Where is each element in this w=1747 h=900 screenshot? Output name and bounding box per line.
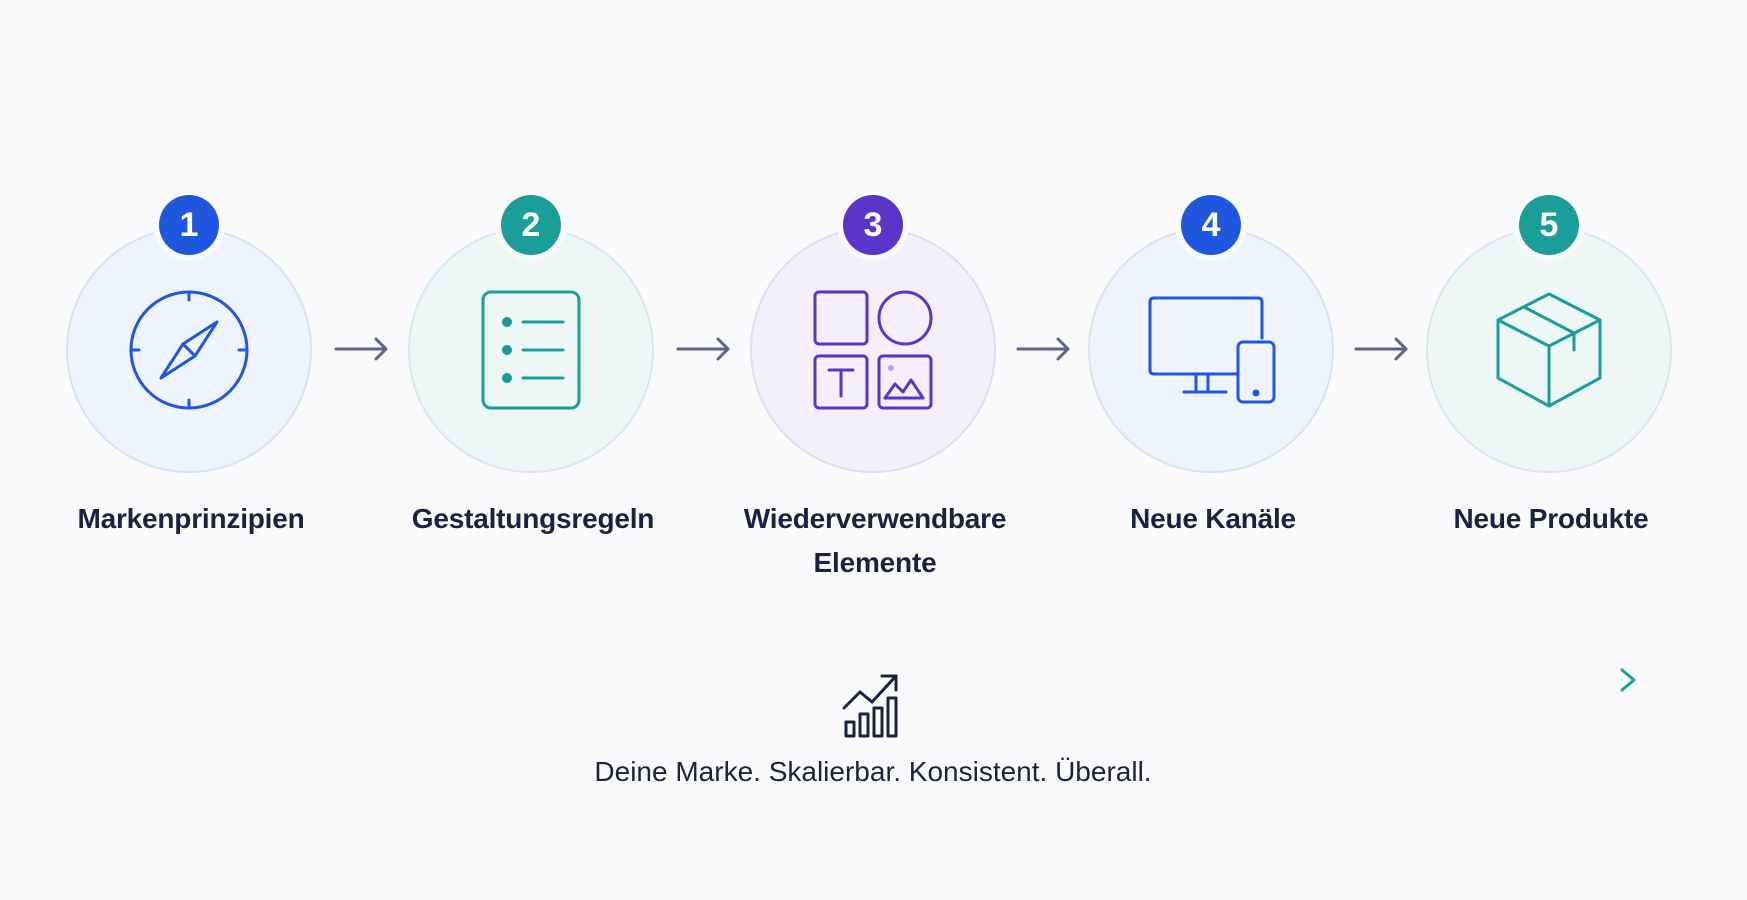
arrow-right-icon <box>1016 337 1070 361</box>
arrow-right-icon <box>676 337 730 361</box>
box-icon <box>1496 292 1602 408</box>
step-label: Neue Kanäle <box>1130 503 1296 534</box>
components-icon <box>813 290 933 410</box>
step-label: Wiederverwendbare Elemente <box>743 503 1007 578</box>
step-circle: 2 <box>408 195 654 473</box>
checklist-icon <box>481 290 581 410</box>
compass-icon <box>129 290 249 410</box>
arrow-right-icon <box>334 337 388 361</box>
step-circle: 3 <box>750 195 996 473</box>
step-circle: 1 <box>66 195 312 473</box>
step-circle: 5 <box>1426 195 1672 473</box>
step-number-badge: 2 <box>501 195 561 255</box>
growth-chart-icon <box>842 674 898 738</box>
step-label: Neue Produkte <box>1453 503 1649 534</box>
progress-dashed-arrow <box>90 668 1636 692</box>
step-number-badge: 5 <box>1519 195 1579 255</box>
step-label: Gestaltungsregeln <box>411 503 655 534</box>
step-number-badge: 3 <box>843 195 903 255</box>
arrow-right-icon <box>1354 337 1408 361</box>
step-number-badge: 4 <box>1181 195 1241 255</box>
step-number-badge: 1 <box>159 195 219 255</box>
step-circle: 4 <box>1088 195 1334 473</box>
step-label: Markenprinzipien <box>77 503 305 534</box>
devices-icon <box>1148 296 1276 404</box>
tagline: Deine Marke. Skalierbar. Konsistent. Übe… <box>594 756 1152 787</box>
